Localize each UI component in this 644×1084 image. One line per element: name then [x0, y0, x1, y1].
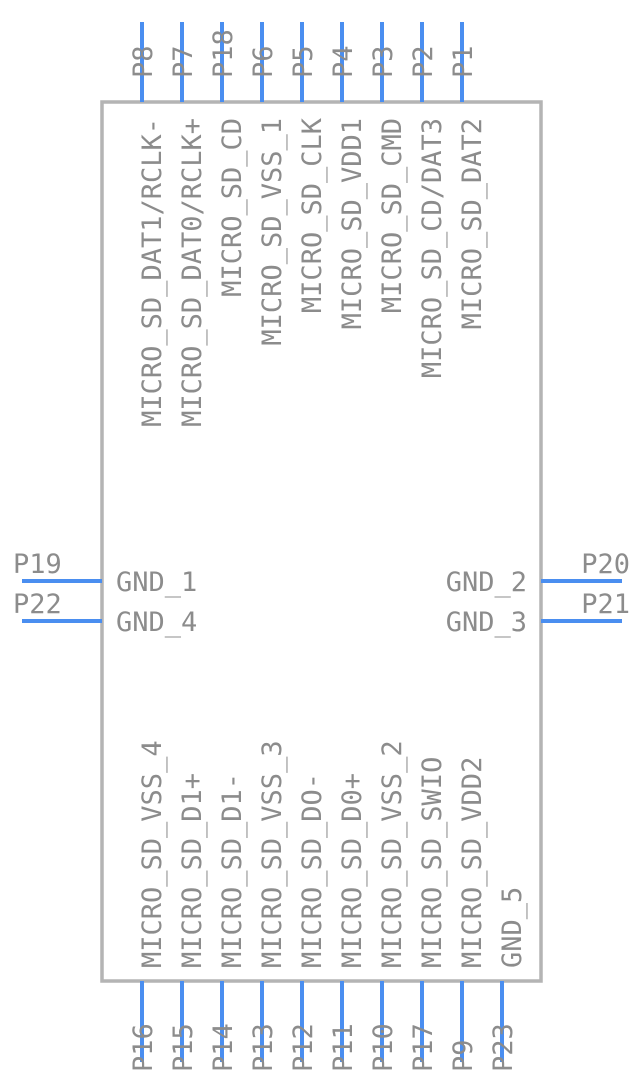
- pin-label-p15: MICRO_SD_D1+: [177, 773, 208, 968]
- pin-number-p21: P21: [581, 589, 630, 620]
- pin-number-p11: P11: [328, 1023, 359, 1072]
- pin-number-p1: P1: [448, 45, 479, 78]
- pin-number-p7: P7: [168, 45, 199, 78]
- pin-label-p11: MICRO_SD_D0+: [337, 773, 368, 968]
- pin-number-p18: P18: [208, 29, 239, 78]
- pin-number-p3: P3: [368, 45, 399, 78]
- pin-number-p15: P15: [168, 1023, 199, 1072]
- pin-number-p8: P8: [128, 45, 159, 78]
- pin-number-p10: P10: [368, 1023, 399, 1072]
- pin-label-p10: MICRO_SD_VSS_2: [377, 740, 408, 968]
- pin-label-p17: MICRO_SD_SWIO: [417, 757, 448, 968]
- pin-label-p20: GND_2: [446, 567, 527, 598]
- pin-label-p5: MICRO_SD_CLK: [297, 117, 328, 313]
- pin-number-p2: P2: [408, 45, 439, 78]
- pin-number-p4: P4: [328, 45, 359, 78]
- pin-label-p19: GND_1: [116, 567, 197, 598]
- pin-label-p18: MICRO_SD_CD: [217, 118, 248, 297]
- pin-label-p13: MICRO_SD_VSS_3: [257, 740, 288, 968]
- pin-number-p19: P19: [13, 549, 62, 580]
- pin-number-p5: P5: [288, 45, 319, 78]
- pin-label-p4: MICRO_SD_VDD1: [337, 118, 368, 329]
- pin-label-p6: MICRO_SD_VSS_1: [257, 118, 288, 346]
- pin-number-p9: P9: [448, 1039, 479, 1072]
- pin-number-p20: P20: [581, 549, 630, 580]
- pin-label-p23: GND_5: [497, 887, 528, 968]
- pin-label-p8: MICRO_SD_DAT1/RCLK-: [137, 118, 168, 427]
- pin-label-p16: MICRO_SD_VSS_4: [137, 740, 168, 968]
- pin-number-p16: P16: [128, 1023, 159, 1072]
- pin-number-p17: P17: [408, 1023, 439, 1072]
- pin-number-p6: P6: [248, 45, 279, 78]
- pin-label-p12: MICRO_SD_DO-: [297, 773, 328, 968]
- pin-label-p14: MICRO_SD_D1-: [217, 773, 248, 968]
- pin-label-p3: MICRO_SD_CMD: [377, 118, 408, 313]
- pin-number-p23: P23: [488, 1023, 519, 1072]
- pin-number-p22: P22: [13, 589, 62, 620]
- pin-label-p9: MICRO_SD_VDD2: [457, 757, 488, 968]
- pin-number-p13: P13: [248, 1023, 279, 1072]
- pin-label-p22: GND_4: [116, 607, 197, 638]
- pin-number-p12: P12: [288, 1023, 319, 1072]
- pin-label-p7: MICRO_SD_DAT0/RCLK+: [177, 118, 208, 427]
- component-body: [100, 100, 543, 983]
- pin-label-p2: MICRO_SD_CD/DAT3: [417, 118, 448, 378]
- pin-label-p1: MICRO_SD_DAT2: [457, 118, 488, 329]
- pin-number-p14: P14: [208, 1023, 239, 1072]
- pin-label-p21: GND_3: [446, 607, 527, 638]
